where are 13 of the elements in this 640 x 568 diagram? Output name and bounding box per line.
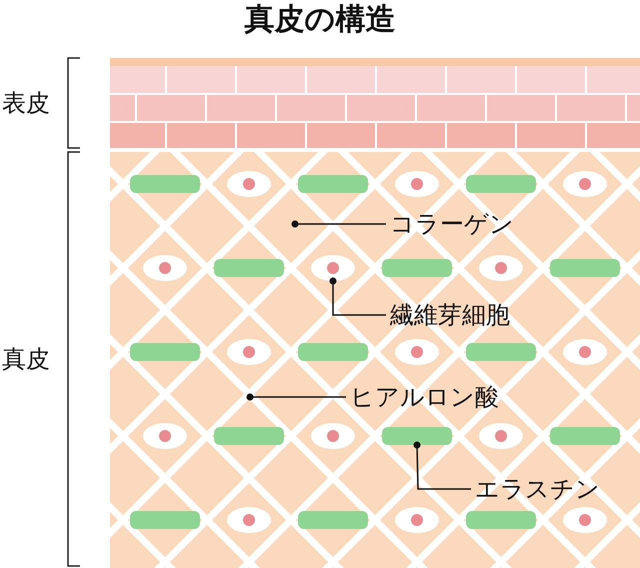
leader-line [414,442,471,490]
callout-label: 繊維芽細胞 [390,301,510,329]
callout-label: エラスチン [475,475,600,503]
leader-line [292,220,386,228]
layer-label: 真皮 [2,345,50,373]
fiber-bar [382,427,452,445]
title: 真皮の構造 [244,2,396,38]
callout-label: ヒアルロン酸 [350,383,499,411]
leader-line [330,278,386,316]
leader-line [246,394,346,400]
callout-label: コラーゲン [390,210,514,238]
cell-icon [311,255,355,281]
layer-label: 表皮 [2,89,50,117]
